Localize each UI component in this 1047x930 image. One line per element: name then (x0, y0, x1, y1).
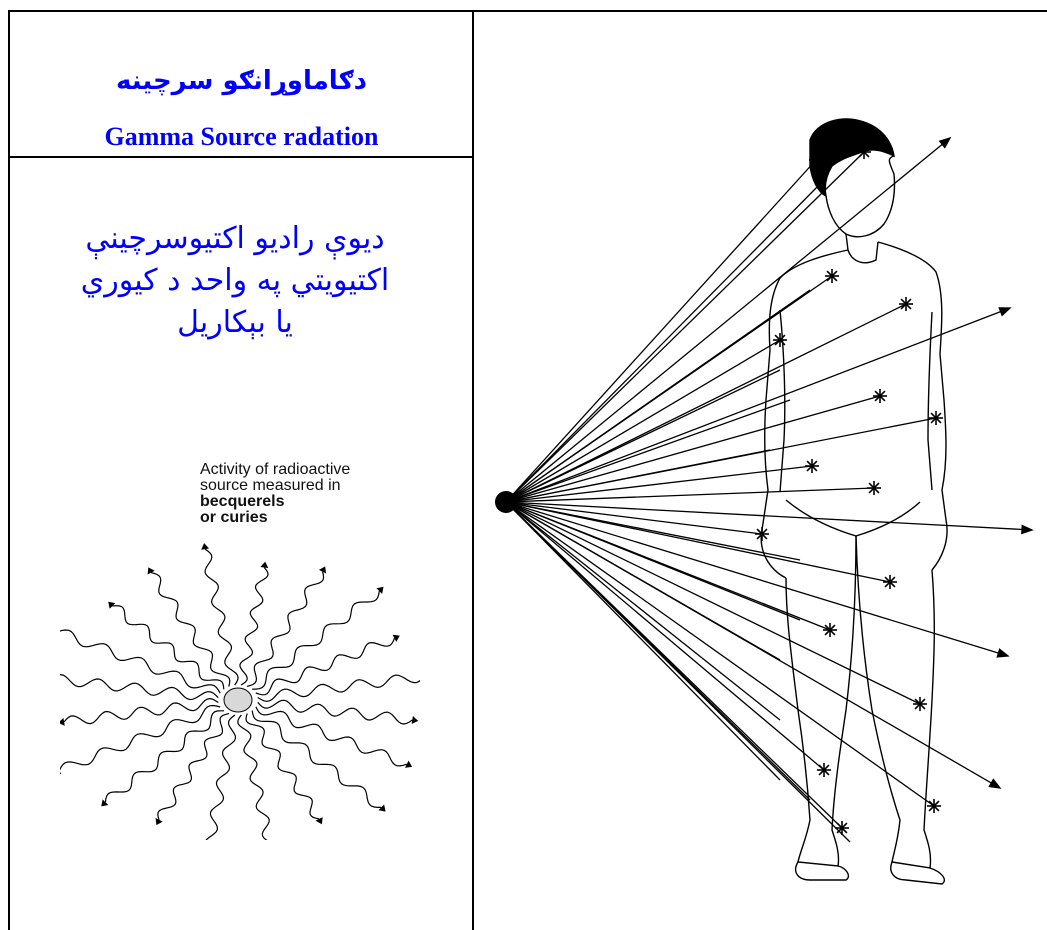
heading-english: Gamma Source radation (10, 122, 473, 152)
wavy-ray (247, 572, 324, 687)
arrow-head-icon (260, 562, 268, 569)
arrow-head-icon (101, 799, 108, 806)
arrow-head-icon (412, 716, 419, 724)
gamma-ray (506, 276, 832, 502)
pashto-description: ديوې راديو اکتيوسرچينې اکتيويتي په واحد … (30, 218, 440, 344)
pashto-line-1: ديوې راديو اکتيوسرچينې (30, 218, 440, 260)
wavy-ray (158, 714, 229, 820)
interaction-star-icon (927, 799, 941, 813)
gamma-ray (506, 502, 824, 770)
caption-line-4: or curies (200, 510, 450, 526)
interaction-star-icon (823, 623, 837, 637)
interaction-star-icon (929, 411, 943, 425)
gamma-ray (506, 502, 830, 630)
wavy-ray (204, 715, 235, 840)
pashto-line-3: يا بېکاريل (30, 302, 440, 344)
arrow-head-icon (201, 543, 209, 550)
interaction-markers (755, 145, 943, 835)
ray-arrow-icon (1022, 525, 1032, 533)
gamma-ray (506, 138, 950, 502)
interaction-star-icon (825, 269, 839, 283)
caption-line-2: source measured in (200, 478, 450, 494)
table-row-divider (8, 156, 474, 158)
ray-arrow-icon (940, 138, 950, 147)
interaction-star-icon (805, 459, 819, 473)
interaction-star-icon (835, 821, 849, 835)
wavy-ray (205, 549, 238, 685)
wavy-ray (113, 606, 224, 690)
gamma-source-point-icon (495, 491, 517, 513)
ray-arrow-icon (997, 649, 1008, 657)
interaction-star-icon (913, 697, 927, 711)
interaction-star-icon (899, 297, 913, 311)
gamma-ray (506, 304, 906, 502)
pashto-line-2: اکتيويتي په واحد د کيوري (30, 260, 440, 302)
ray-arrow-icon (989, 780, 1000, 788)
interaction-star-icon (773, 333, 787, 347)
arrow-head-icon (379, 805, 386, 812)
interaction-star-icon (873, 389, 887, 403)
interaction-star-icon (867, 481, 881, 495)
interaction-star-icon (809, 153, 823, 167)
radioactive-source-illustration (60, 540, 420, 840)
human-figure (761, 119, 947, 884)
gamma-rays (506, 138, 1032, 842)
wavy-ray (60, 675, 218, 700)
interaction-star-icon (817, 763, 831, 777)
gamma-ray (506, 400, 790, 502)
gamma-ray (506, 502, 934, 806)
wavy-ray (64, 699, 218, 724)
gamma-ray (506, 152, 864, 502)
caption-line-1: Activity of radioactive (200, 462, 450, 478)
caption-line-3: becquerels (200, 494, 450, 510)
interaction-star-icon (857, 145, 871, 159)
arrow-head-icon (60, 718, 65, 726)
hair-icon (810, 119, 894, 196)
wavy-ray (258, 700, 413, 724)
interaction-star-icon (755, 527, 769, 541)
figure-caption: Activity of radioactive source measured … (200, 462, 450, 526)
heading-pashto: دګاماوړانګو سرچينه (10, 66, 473, 96)
gamma-ray (506, 502, 842, 828)
gamma-rays-body-illustration (480, 100, 1047, 900)
gamma-ray (506, 340, 780, 502)
wavy-ray (60, 630, 220, 693)
table-border-top (8, 10, 1047, 12)
ray-arrow-icon (999, 308, 1010, 315)
interaction-star-icon (883, 575, 897, 589)
gamma-ray (506, 502, 780, 720)
gamma-ray (506, 180, 824, 502)
gamma-ray (506, 502, 920, 704)
radioactive-source-core-icon (224, 688, 252, 712)
gamma-ray (506, 502, 890, 582)
arrow-head-icon (376, 587, 383, 594)
